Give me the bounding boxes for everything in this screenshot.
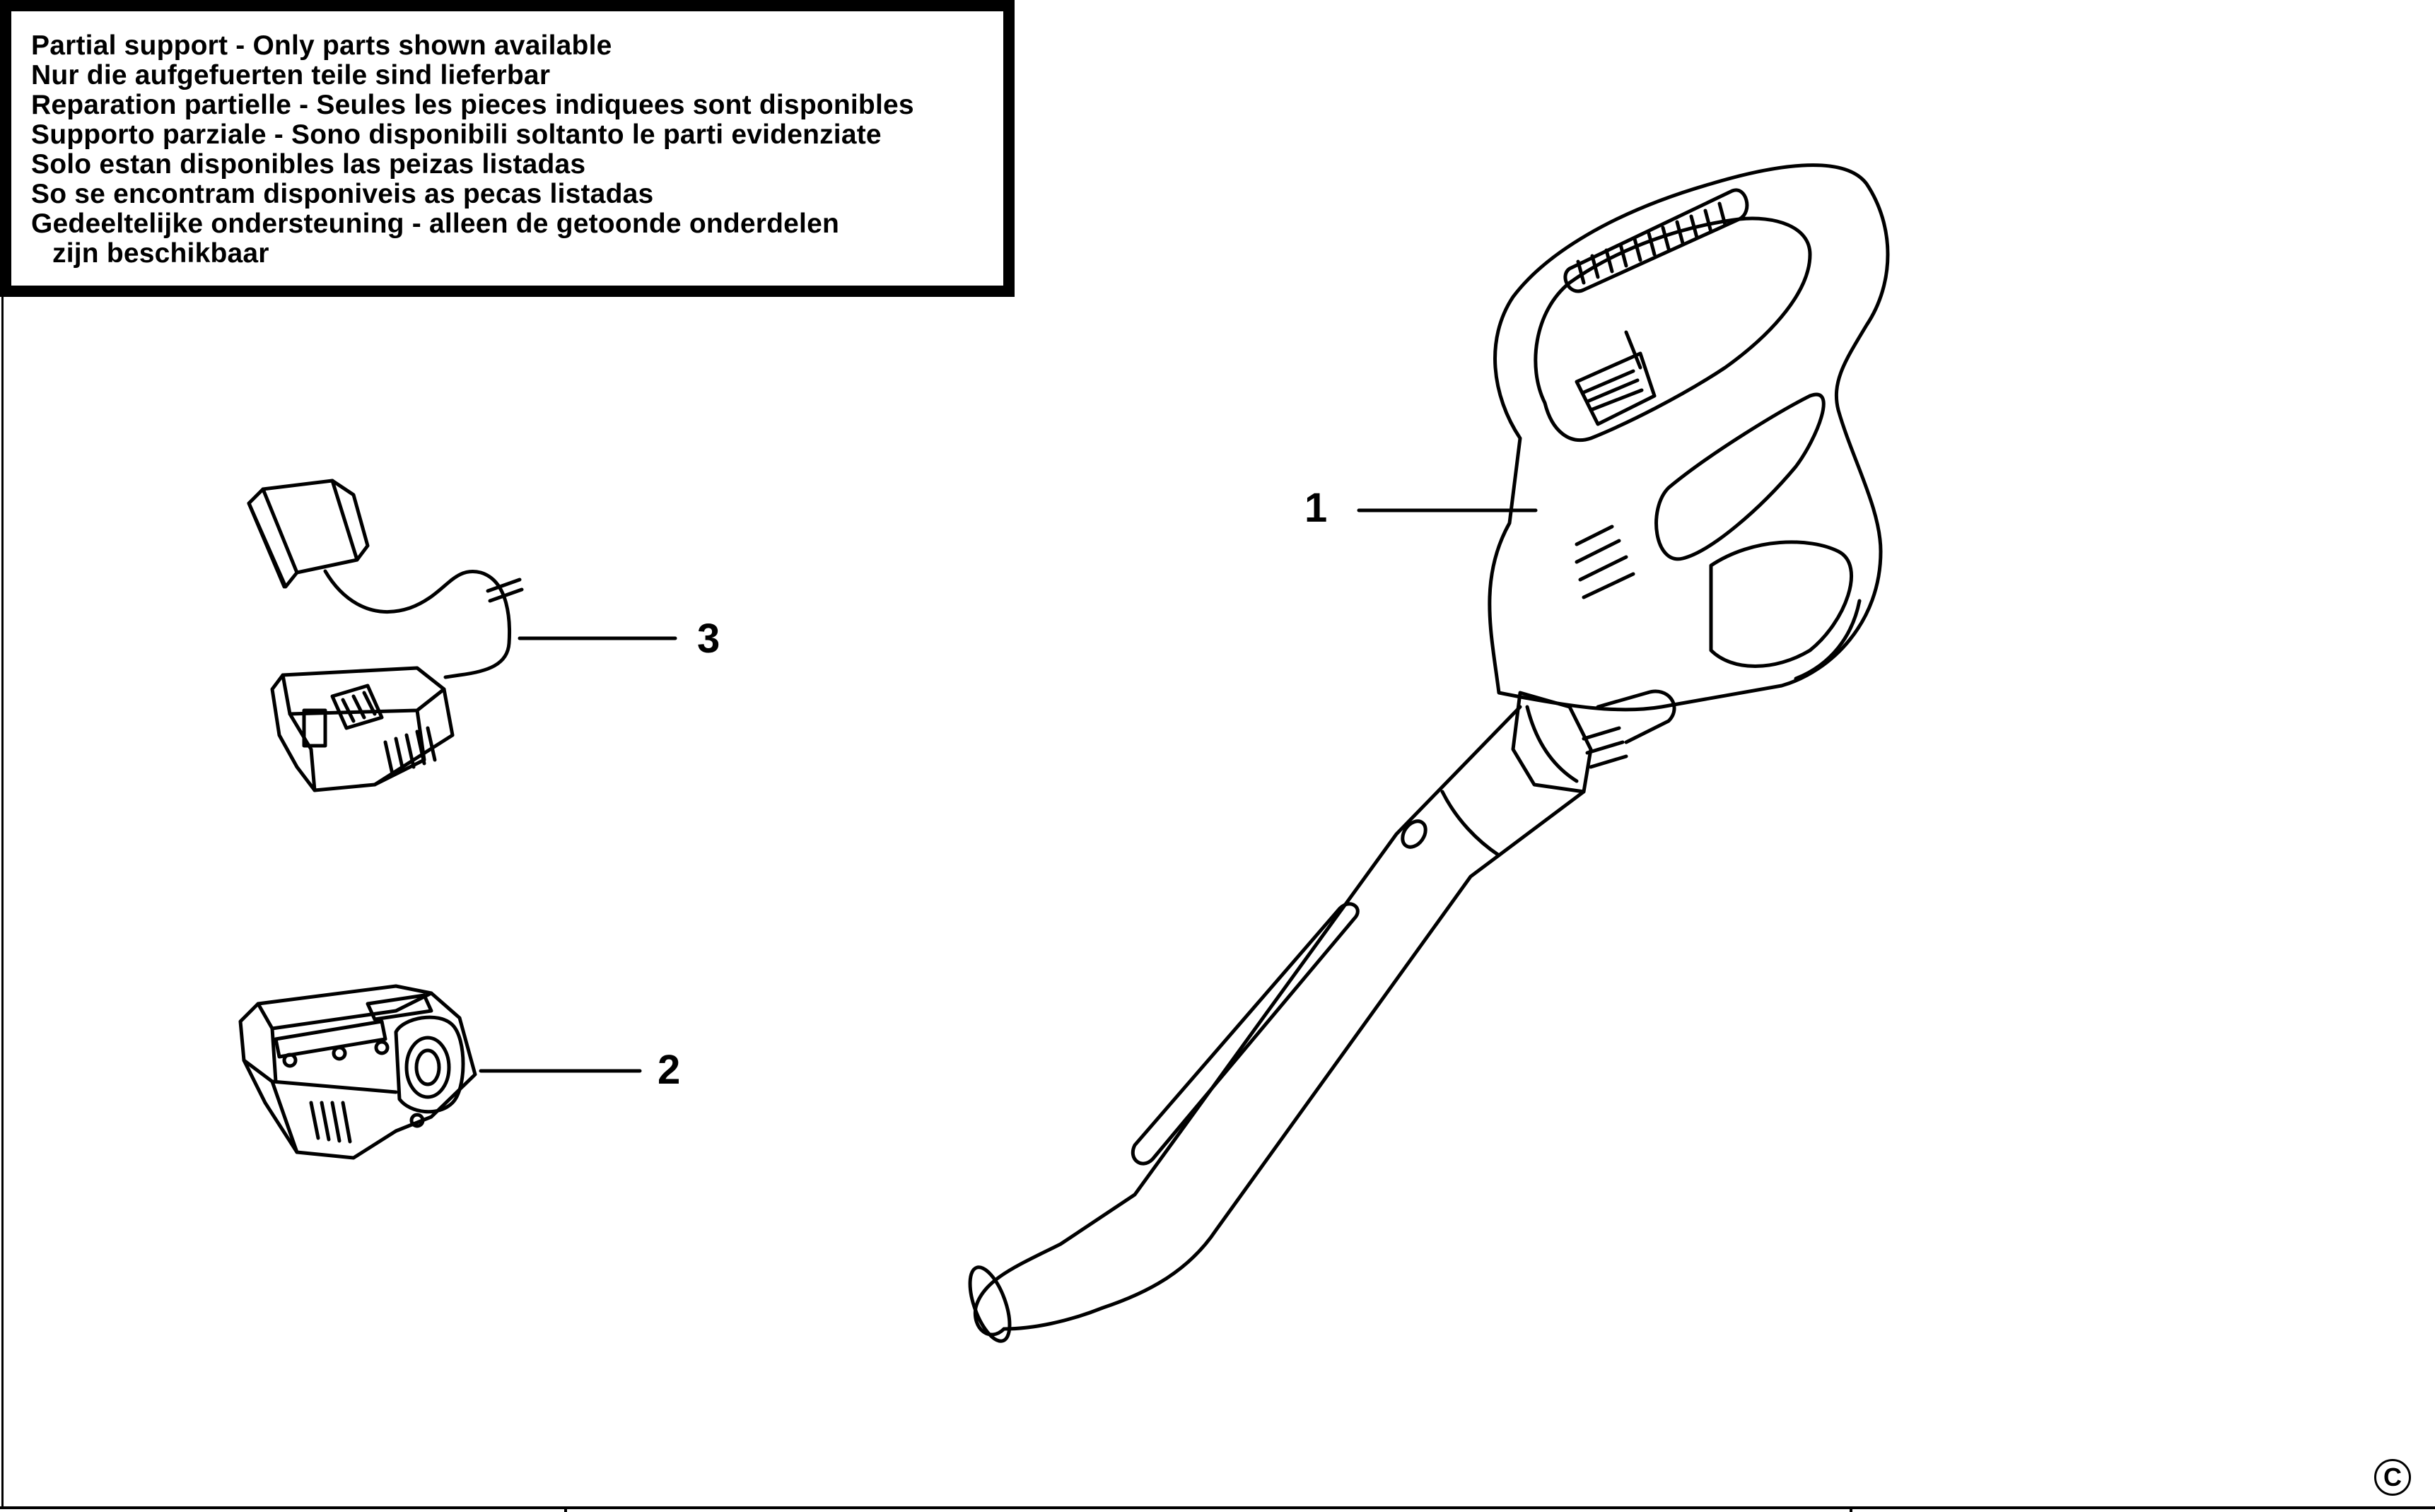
notice-line-spanish: Solo estan disponibles las peizas listad… bbox=[31, 149, 586, 180]
callout-number-3: 3 bbox=[697, 616, 720, 662]
bottom-rule bbox=[0, 1506, 2435, 1509]
callout-number-1: 1 bbox=[1304, 485, 1328, 531]
notice-line-portuguese: So se encontram disponiveis as pecas lis… bbox=[31, 179, 654, 209]
notice-line-italian: Supporto parziale - Sono disponibili sol… bbox=[31, 119, 882, 150]
notice-line-german: Nur die aufgefuerten teile sind lieferba… bbox=[31, 60, 551, 90]
charger-illustration bbox=[247, 479, 524, 792]
notice-line-french: Reparation partielle - Seules les pieces… bbox=[31, 90, 914, 120]
blower-illustration bbox=[968, 163, 1890, 1343]
bottom-divider-tick bbox=[1850, 1506, 1852, 1512]
notice-line-english: Partial support - Only parts shown avail… bbox=[31, 30, 612, 61]
copyright-icon: C bbox=[2374, 1459, 2411, 1496]
battery-illustration bbox=[238, 984, 477, 1160]
bottom-divider-tick bbox=[564, 1506, 567, 1512]
notice-line-dutch: Gedeeltelijke ondersteuning - alleen de … bbox=[31, 209, 840, 239]
callout-number-2: 2 bbox=[658, 1047, 681, 1093]
partial-support-notice: Partial support - Only parts shown avail… bbox=[0, 0, 1015, 297]
notice-line-dutch-continued: zijn beschikbaar bbox=[52, 238, 269, 269]
